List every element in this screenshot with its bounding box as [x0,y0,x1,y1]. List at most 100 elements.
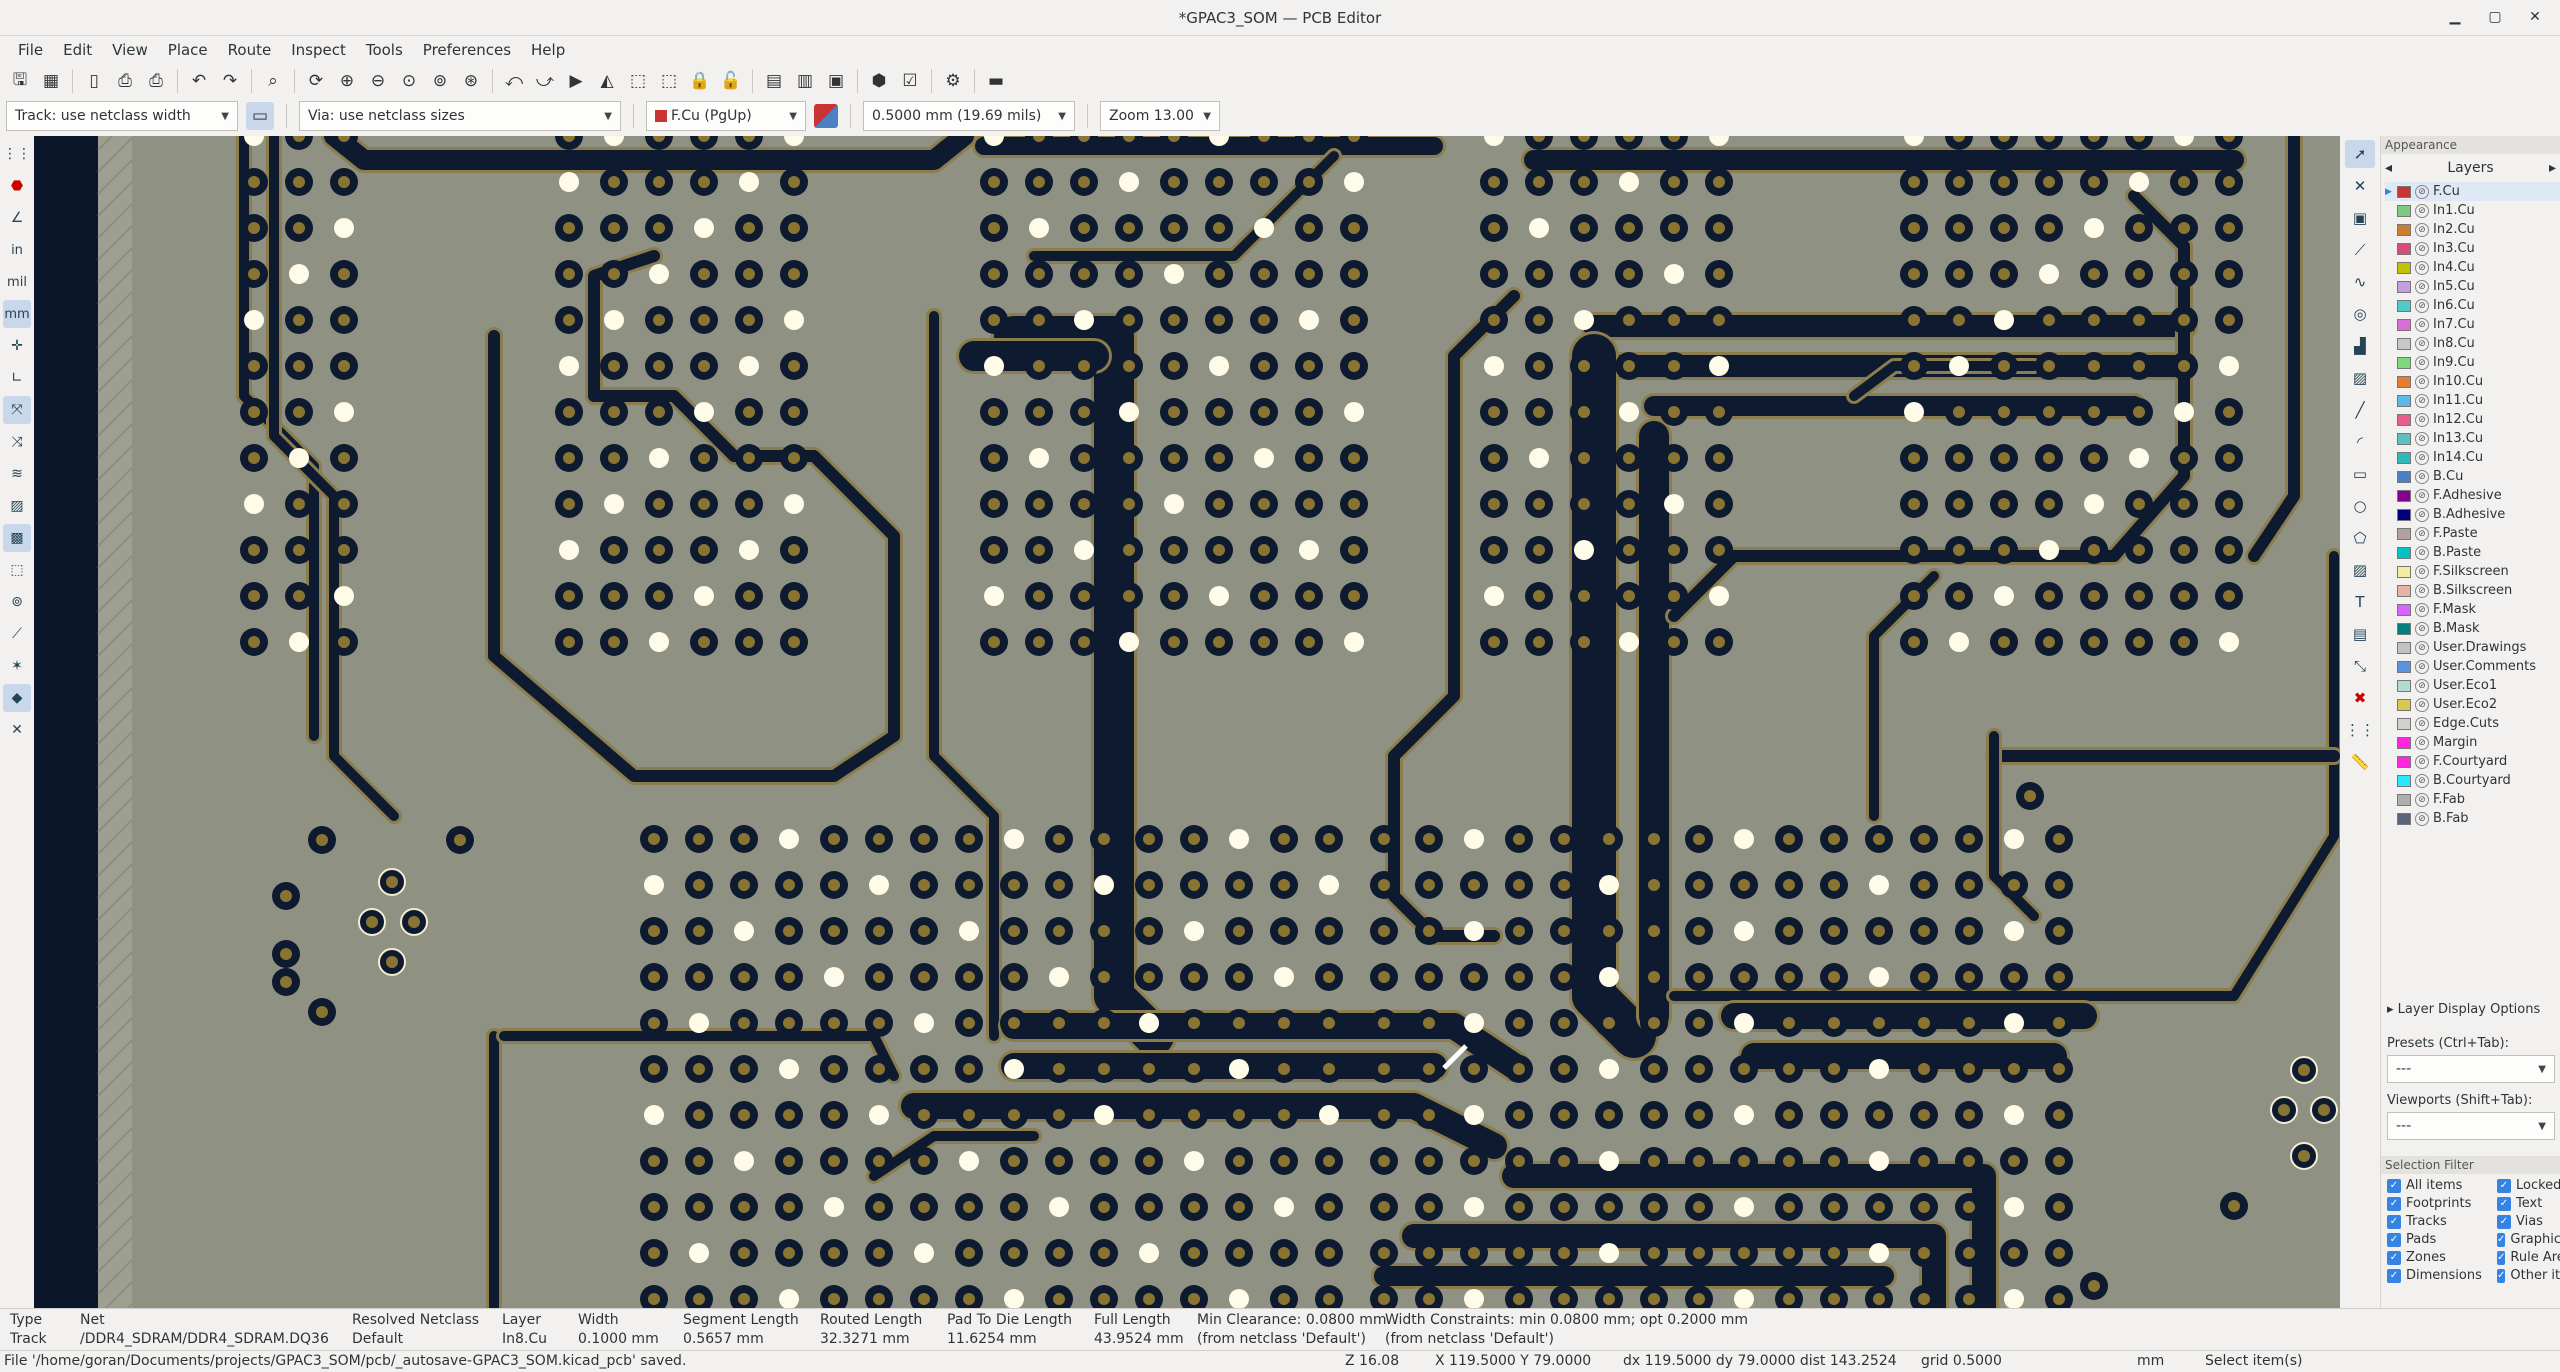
tab-prev-icon[interactable]: ◂ [2385,160,2393,176]
pad-drill[interactable] [963,1293,975,1305]
layer-row[interactable]: ⊘In1.Cu [2385,201,2560,220]
pad-drill[interactable] [1123,452,1135,464]
pad-drill[interactable] [1143,1155,1155,1167]
pad-drill[interactable] [1558,1109,1570,1121]
pad-drill[interactable] [1998,544,2010,556]
pad-drill[interactable] [738,971,750,983]
via[interactable] [1139,1243,1159,1263]
pad-drill[interactable] [963,1017,975,1029]
hatch-line[interactable] [97,709,133,745]
zoom-selection-icon[interactable]: ⊛ [463,71,479,91]
pad-drill[interactable] [1213,314,1225,326]
pad-drill[interactable] [1648,879,1660,891]
pad-drill[interactable] [1783,833,1795,845]
via[interactable] [559,356,579,376]
viewports-select[interactable]: ---▼ [2387,1112,2555,1140]
pad-drill[interactable] [366,916,378,928]
zoom-select[interactable]: Zoom 13.00▼ [1100,101,1220,131]
pad-drill[interactable] [1533,636,1545,648]
pad-drill[interactable] [1623,452,1635,464]
pad-drill[interactable] [2133,406,2145,418]
pad-drill[interactable] [1623,136,1635,142]
pad-drill[interactable] [1963,1201,1975,1213]
pad-drill[interactable] [2278,1104,2290,1116]
pad-drill[interactable] [2178,636,2190,648]
pad-drill[interactable] [828,1017,840,1029]
visibility-icon[interactable]: ⊘ [2415,203,2429,218]
pad-drill[interactable] [743,636,755,648]
pad-drill[interactable] [563,314,575,326]
pad-drill[interactable] [1258,360,1270,372]
visibility-icon[interactable]: ⊘ [2415,184,2429,199]
hatch-line[interactable] [97,621,133,657]
via[interactable] [559,172,579,192]
pad-drill[interactable] [1233,971,1245,983]
pad-drill[interactable] [1078,360,1090,372]
board-setup-icon[interactable]: ▦ [42,71,60,91]
pad-drill[interactable] [1188,1201,1200,1213]
grid-select[interactable]: 0.5000 mm (19.69 mils)▼ [863,101,1075,131]
pad-drill[interactable] [738,1017,750,1029]
via[interactable] [2084,218,2104,238]
pad-drill[interactable] [1998,636,2010,648]
layer-color-swatch[interactable] [2397,698,2411,711]
via[interactable] [1344,632,1364,652]
print-icon[interactable]: ⎙ [118,71,132,91]
pad-drill[interactable] [1668,590,1680,602]
pad-drill[interactable] [1953,268,1965,280]
pad-drill[interactable] [828,1155,840,1167]
pad-drill[interactable] [2043,136,2055,142]
pad-drill[interactable] [1258,268,1270,280]
draw-line-icon[interactable]: ╱ [2355,401,2365,419]
menu-tools[interactable]: Tools [365,41,403,59]
pad-drill[interactable] [248,360,260,372]
pad-drill[interactable] [1693,1155,1705,1167]
pad-drill[interactable] [2133,636,2145,648]
pad-drill[interactable] [1143,1063,1155,1075]
pad-drill[interactable] [1558,1017,1570,1029]
pad-drill[interactable] [1053,1109,1065,1121]
pad[interactable] [555,136,583,150]
pad-drill[interactable] [1693,879,1705,891]
local-ratsnest-icon[interactable]: ✕ [2353,177,2367,195]
pad-drill[interactable] [1558,925,1570,937]
pad-drill[interactable] [1033,406,1045,418]
pad-drill[interactable] [873,1247,885,1259]
visibility-icon[interactable]: ⊘ [2415,412,2429,427]
track[interactable] [488,250,900,782]
pad-drill[interactable] [828,833,840,845]
pad-drill[interactable] [1033,176,1045,188]
via[interactable] [1599,1059,1619,1079]
pad-drill[interactable] [788,636,800,648]
pad-drill[interactable] [873,833,885,845]
via[interactable] [1004,1289,1024,1308]
hatch-line[interactable] [97,423,133,459]
pad-drill[interactable] [693,1201,705,1213]
pad-drill[interactable] [1513,925,1525,937]
high-contrast-icon[interactable]: ≋ [11,466,23,482]
pad-drill[interactable] [918,1293,930,1305]
draw-polygon-icon[interactable]: ⬠ [2353,529,2367,547]
visibility-icon[interactable]: ⊘ [2415,545,2429,560]
track[interactable] [1001,1013,1527,1079]
layer-color-swatch[interactable] [2397,565,2411,578]
pad-drill[interactable] [1648,1293,1660,1305]
pad[interactable] [2035,136,2063,150]
pad-drill[interactable] [1423,971,1435,983]
pad-drill[interactable] [1348,222,1360,234]
pad-drill[interactable] [1348,590,1360,602]
pad-drill[interactable] [2223,406,2235,418]
via[interactable] [1074,540,1094,560]
layer-pair-icon[interactable] [814,104,838,128]
pad-drill[interactable] [1998,498,2010,510]
pad[interactable] [1340,136,1368,150]
pad-drill[interactable] [248,406,260,418]
pad-drill[interactable] [2178,268,2190,280]
pad-drill[interactable] [2088,452,2100,464]
pad-drill[interactable] [248,544,260,556]
pad-drill[interactable] [1213,498,1225,510]
via[interactable] [334,402,354,422]
pad-drill[interactable] [653,136,665,142]
pad-drill[interactable] [738,1201,750,1213]
pad-drill[interactable] [563,590,575,602]
